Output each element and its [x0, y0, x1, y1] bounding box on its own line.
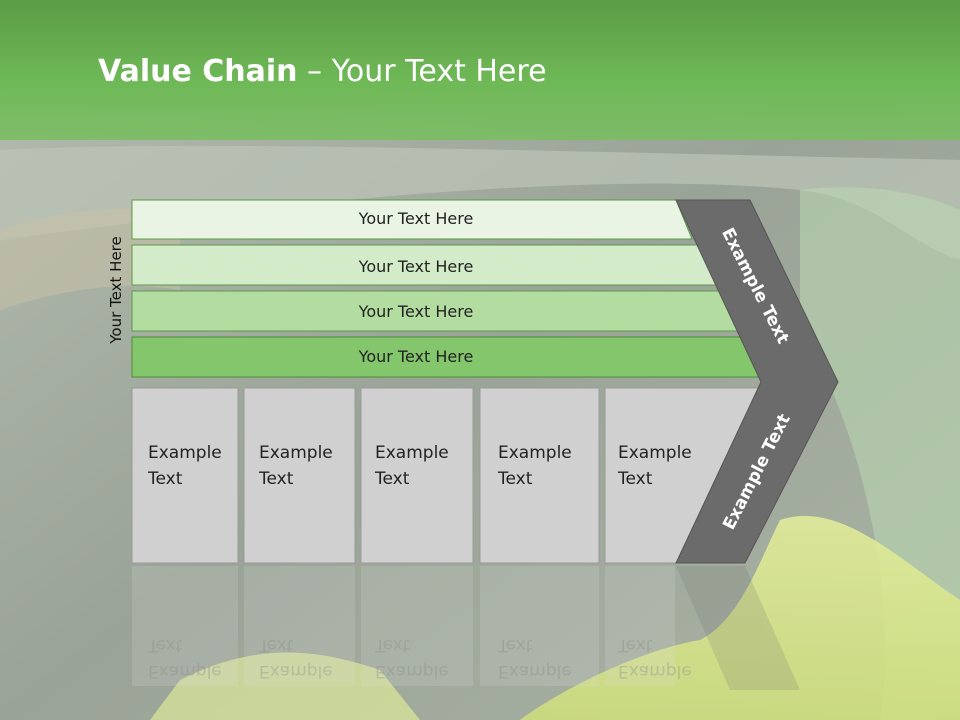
- support-band-4-label: Your Text Here: [358, 347, 474, 366]
- support-band-3-label: Your Text Here: [358, 302, 474, 321]
- primary-box-4: [479, 387, 600, 564]
- primary-box-1: [131, 387, 239, 564]
- reflection: [132, 566, 800, 690]
- support-band-1: [131, 199, 693, 240]
- support-band-2-label: Your Text Here: [358, 257, 474, 276]
- header-band: [0, 0, 960, 140]
- support-band-1-label: Your Text Here: [358, 209, 474, 228]
- primary-box-2: [243, 387, 356, 564]
- primary-box-3: [360, 387, 474, 564]
- margin-chevron: [675, 199, 839, 564]
- page-title: Value Chain – Your Text Here: [98, 54, 547, 89]
